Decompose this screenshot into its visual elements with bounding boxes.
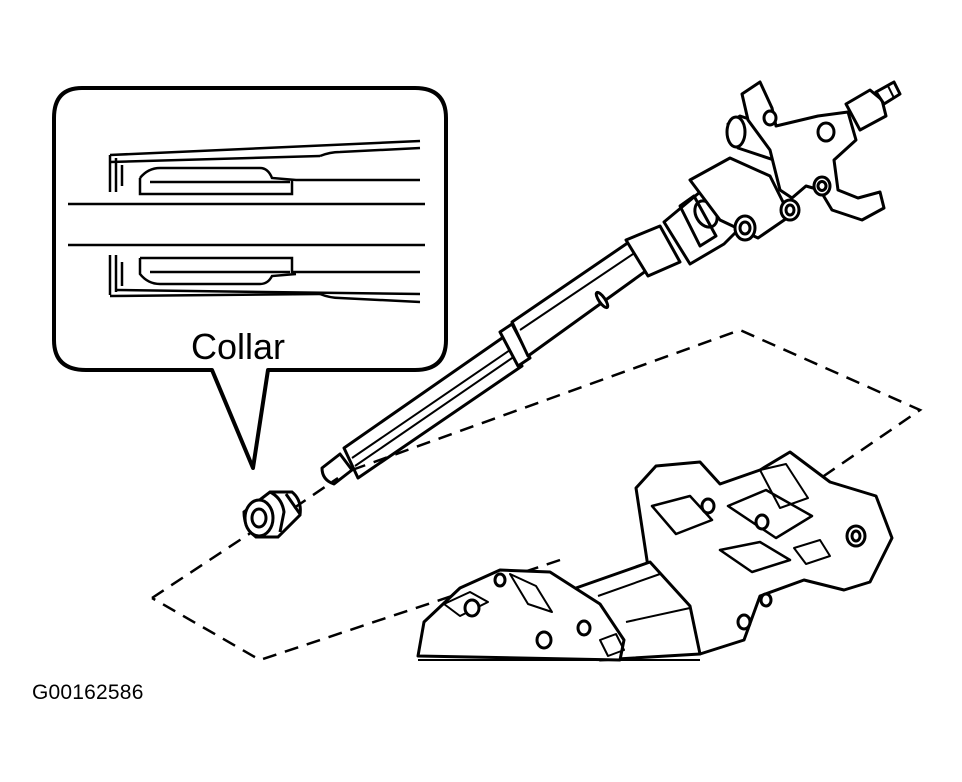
column-housing bbox=[416, 450, 894, 662]
detail-callout: Collar bbox=[52, 86, 448, 470]
collar-part bbox=[242, 490, 302, 539]
tube-outer-line bbox=[109, 139, 421, 157]
figure-id: G00162586 bbox=[32, 681, 144, 704]
collar-section-lower bbox=[68, 243, 425, 304]
callout-bubble bbox=[52, 86, 448, 470]
collar-section-upper bbox=[68, 139, 425, 206]
assembly-dashed-outline bbox=[151, 328, 923, 662]
collar-label: Collar bbox=[191, 326, 285, 367]
steering-shaft bbox=[320, 80, 902, 486]
